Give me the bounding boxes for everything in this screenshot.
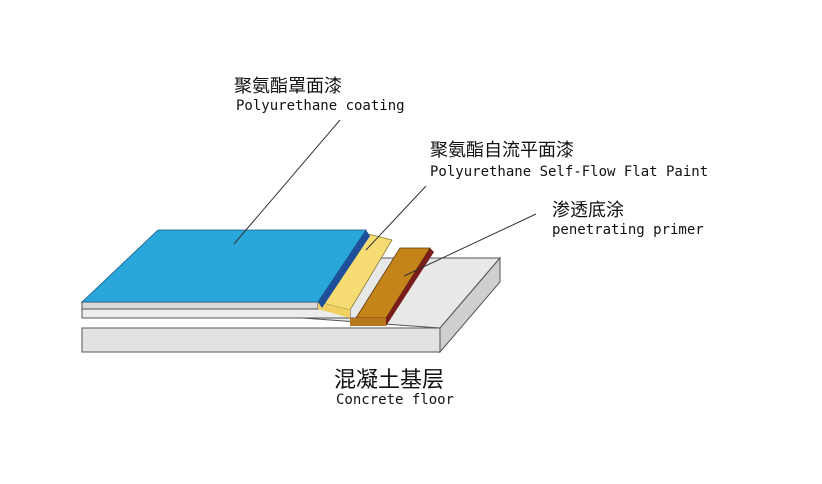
leader-lines — [233, 119, 537, 277]
label-en-self-flow: Polyurethane Self-Flow Flat Paint — [430, 164, 709, 180]
self-flow-front — [318, 302, 350, 318]
concrete-front-face — [81, 327, 441, 353]
label-en-primer: penetrating primer — [552, 222, 704, 238]
label-en-concrete: Concrete floor — [336, 392, 455, 408]
leader-line-self-flow — [365, 185, 427, 251]
coating-edge — [318, 230, 370, 308]
stratum-middle — [81, 308, 351, 319]
label-en-coating: Polyurethane coating — [236, 98, 405, 114]
label-cn-coating: 聚氨酯罩面漆 — [234, 76, 342, 97]
label-cn-primer: 渗透底涂 — [552, 200, 624, 221]
primer-front — [350, 318, 386, 326]
leader-line-coating — [233, 119, 341, 245]
stratum-upper — [81, 301, 319, 310]
coating-top-face — [80, 229, 367, 303]
coating-layer — [80, 229, 370, 308]
label-cn-self-flow: 聚氨酯自流平面漆 — [430, 140, 574, 161]
label-cn-concrete: 混凝土基层 — [334, 368, 445, 393]
leader-line-primer — [403, 213, 537, 277]
front-strata — [81, 301, 351, 319]
